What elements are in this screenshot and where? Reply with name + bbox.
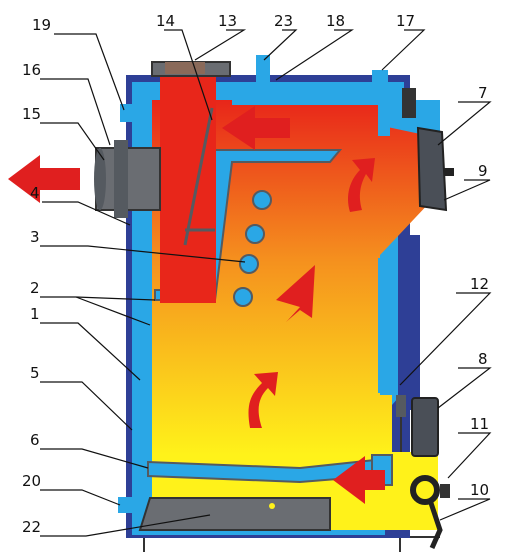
door-handle-icon	[444, 168, 454, 176]
boiler-legs	[140, 536, 440, 552]
ash-pan	[138, 497, 331, 531]
air-damper-icon	[410, 475, 440, 505]
blue-port-icon	[372, 70, 388, 88]
flow-arrows	[8, 106, 385, 504]
blue-port-icon	[118, 497, 134, 513]
flue-collar	[114, 140, 128, 218]
upper-door	[416, 126, 448, 212]
ash-pan-knob	[269, 503, 275, 509]
label-9: 9	[478, 162, 488, 180]
top-cap-window	[165, 62, 205, 74]
label-10: 10	[470, 481, 489, 499]
leader-lines	[40, 29, 492, 537]
label-2: 2	[30, 279, 40, 297]
label-11: 11	[470, 415, 489, 433]
callout-labels: 19 16 15 4 3 2 1 5 6 20 22 14 13 23 18 1…	[22, 12, 489, 536]
label-7: 7	[478, 84, 488, 102]
red-flow-arrow-icon	[333, 456, 385, 504]
red-flow-arrow-icon	[348, 158, 375, 212]
label-13: 13	[218, 12, 237, 30]
air-holes	[233, 190, 272, 307]
label-18: 18	[326, 12, 345, 30]
red-flow-arrow-icon	[276, 265, 315, 322]
flue-chimney	[160, 68, 216, 303]
label-16: 16	[22, 61, 41, 79]
front-jacket-lower	[398, 235, 420, 410]
diverter-rod	[183, 107, 214, 246]
label-23: 23	[274, 12, 293, 30]
label-12: 12	[470, 275, 489, 293]
top-water-channel	[232, 95, 382, 105]
top-right-channel	[378, 96, 390, 136]
label-5: 5	[30, 364, 40, 382]
lower-door	[411, 397, 439, 457]
label-8: 8	[478, 350, 488, 368]
red-flow-arrow-icon	[222, 106, 290, 150]
label-22: 22	[22, 518, 41, 536]
label-20: 20	[22, 472, 41, 490]
label-3: 3	[30, 228, 40, 246]
top-damper-box	[402, 88, 416, 118]
front-water-tube	[378, 258, 398, 393]
label-1: 1	[30, 305, 40, 323]
label-14: 14	[156, 12, 175, 30]
label-19: 19	[32, 16, 51, 34]
thermostat-body	[396, 395, 406, 417]
damper-lever	[427, 499, 443, 550]
label-15: 15	[22, 105, 41, 123]
blue-port-icon	[256, 55, 270, 95]
label-6: 6	[30, 431, 40, 449]
red-flow-arrow-icon	[248, 372, 278, 428]
label-4: 4	[30, 184, 40, 202]
blue-port-icon	[120, 104, 134, 122]
damper-screw	[440, 484, 450, 498]
flue-pipe-rim	[94, 148, 106, 210]
red-flow-arrow-icon	[8, 155, 80, 203]
label-17: 17	[396, 12, 415, 30]
